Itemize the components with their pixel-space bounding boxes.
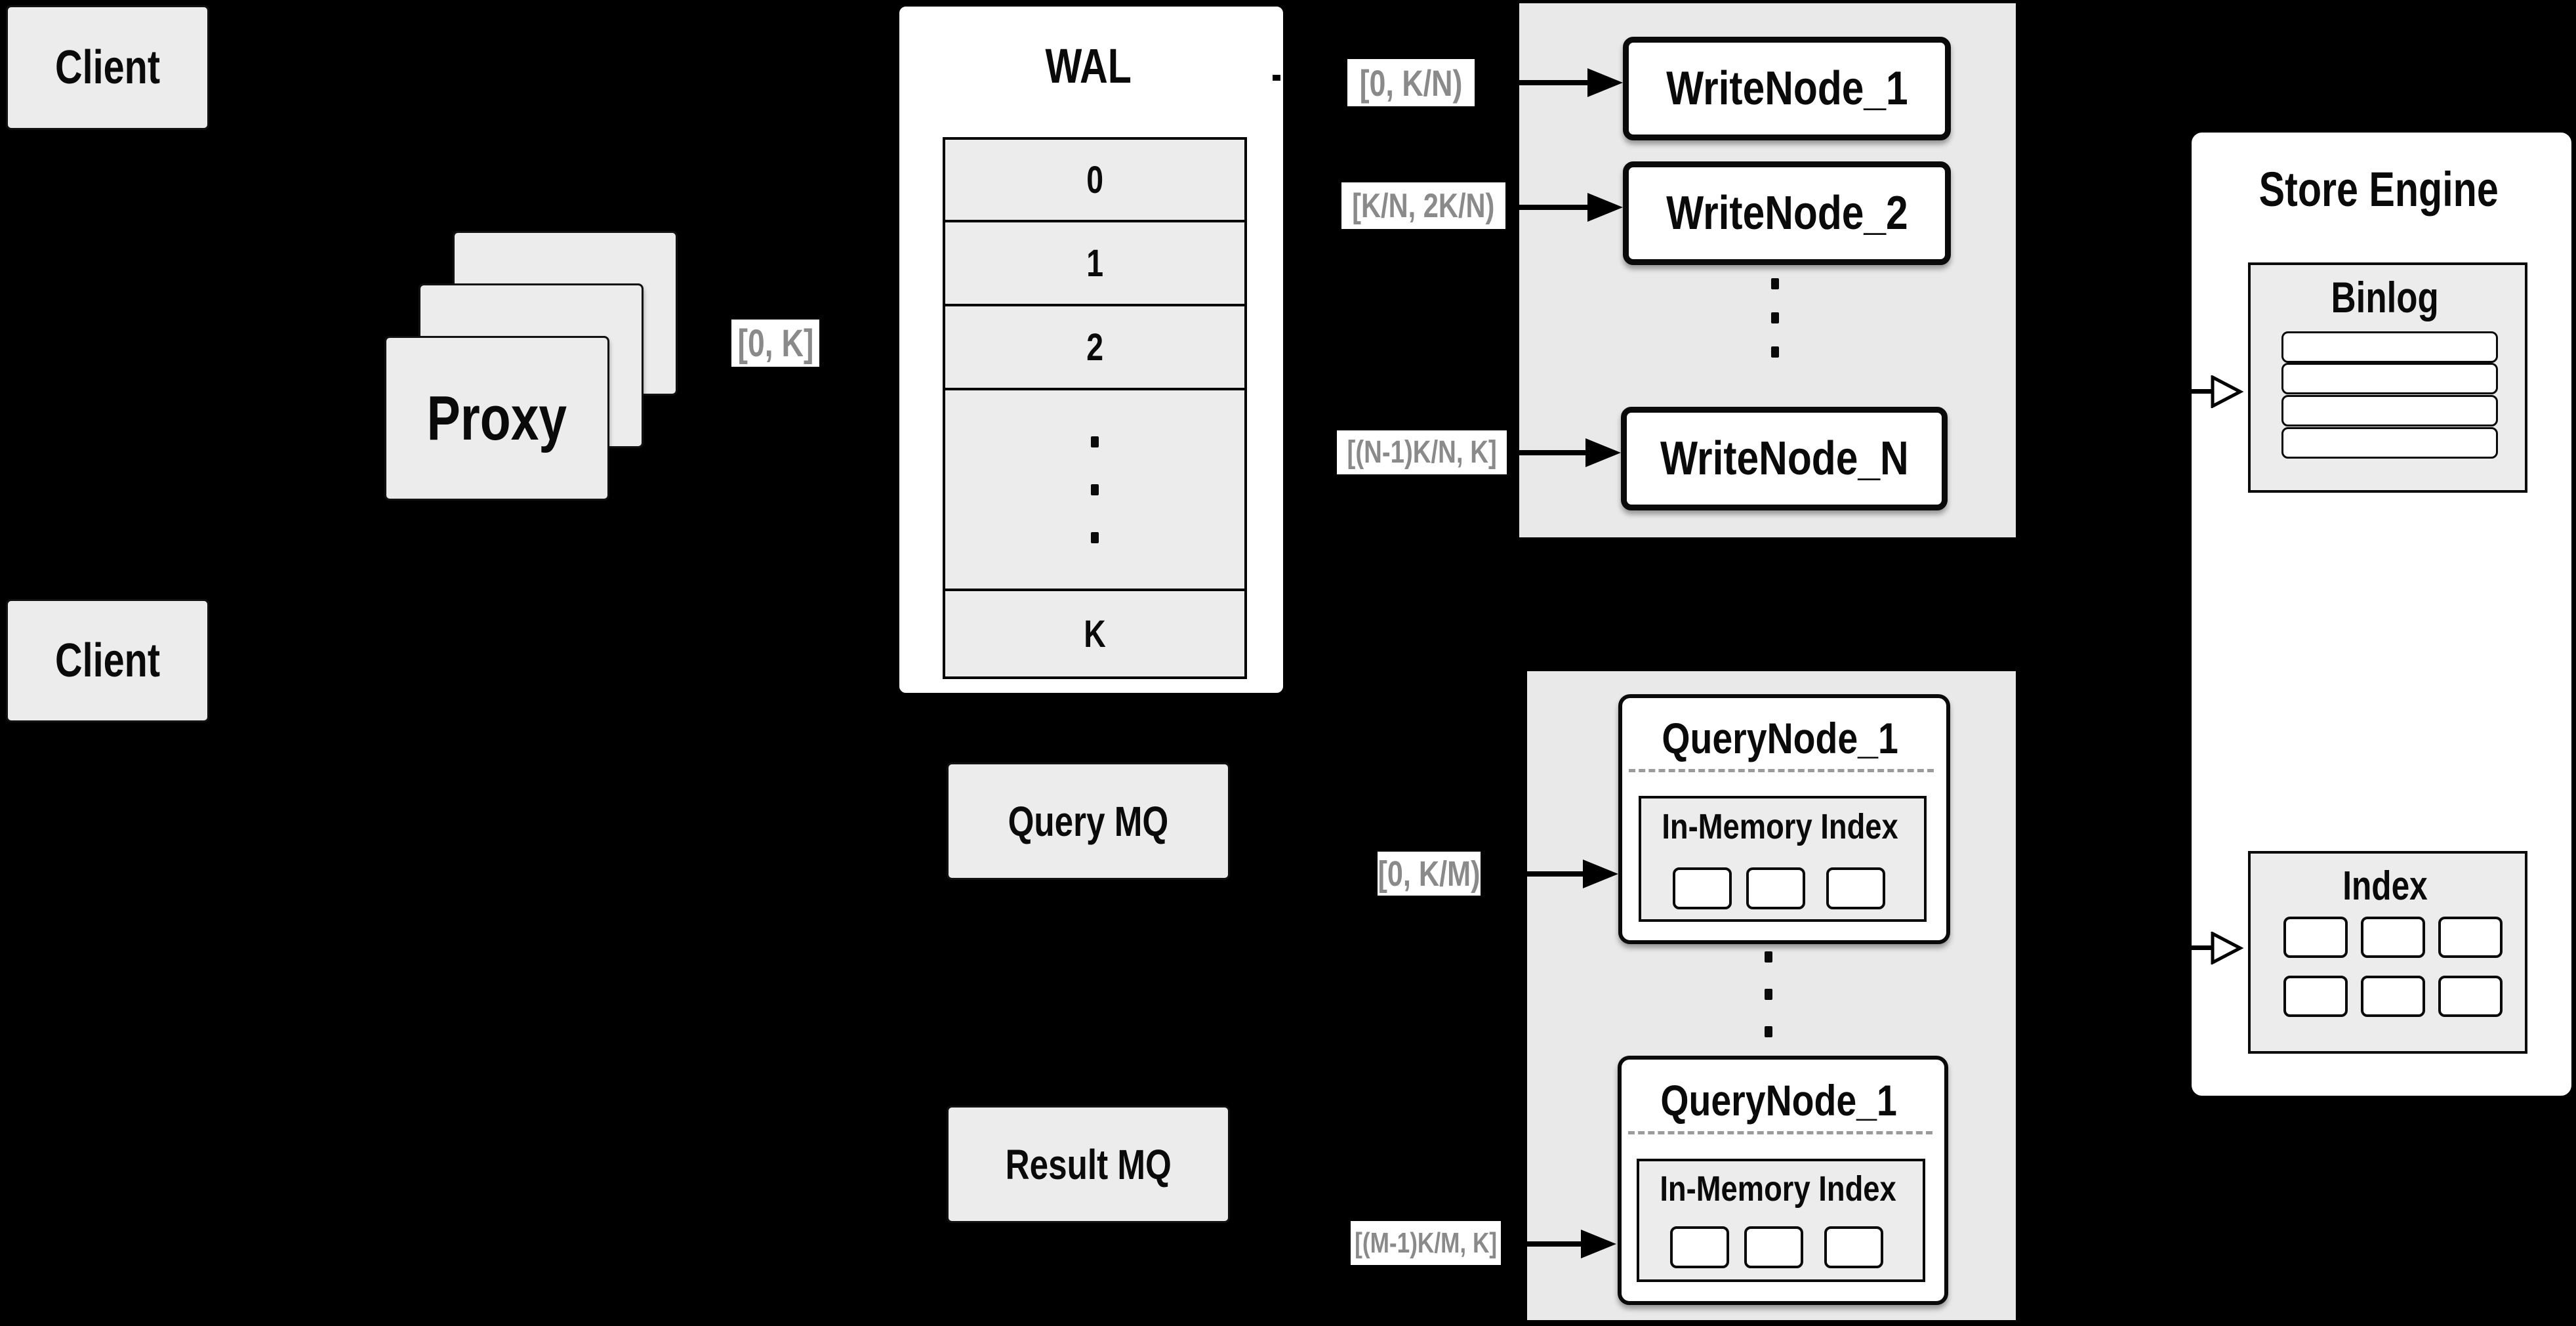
arrow-line-write-n <box>1507 450 1589 455</box>
arrow-head-binlog-open <box>2211 375 2243 408</box>
index-segment <box>1826 867 1885 909</box>
write-node-1: WriteNode_1 <box>1623 37 1951 140</box>
arrow-head-write-1 <box>1587 68 1623 97</box>
range-label-query-m-text: [(M-1)K/M, K] <box>1355 1226 1498 1259</box>
index-segment <box>1746 867 1805 909</box>
wal-row-2-text: 2 <box>1086 325 1103 369</box>
arrow-line-write-2 <box>1505 205 1591 210</box>
range-label-query-m: [(M-1)K/M, K] <box>1351 1221 1501 1265</box>
binlog-row <box>2281 331 2498 363</box>
in-memory-index-top-title-text: In-Memory Index <box>1662 807 1898 846</box>
arrow-head-write-n <box>1585 438 1621 467</box>
store-engine-title-text: Store Engine <box>2259 161 2499 217</box>
index-segment <box>2283 917 2348 958</box>
wal-row-1: 1 <box>945 220 1244 304</box>
client-node-bottom: Client <box>6 599 209 722</box>
wal-row-0-text: 0 <box>1086 158 1103 201</box>
query-node-top-title-text: QueryNode_1 <box>1662 714 1899 762</box>
write-node-2-label: WriteNode_2 <box>1666 187 1908 239</box>
index-segment <box>2361 976 2425 1017</box>
range-label-query-1-text: [0, K/M) <box>1378 854 1481 894</box>
query-mq-label: Query MQ <box>1008 797 1169 845</box>
wal-row-k: K <box>945 589 1244 676</box>
wal-connector-stub <box>1273 75 1280 81</box>
range-label-proxy-wal-text: [0, K] <box>737 321 813 365</box>
arrow-line-write-1 <box>1475 80 1590 85</box>
range-label-write-1: [0, K/N) <box>1347 59 1475 106</box>
arrow-line-binlog <box>2192 389 2214 394</box>
wal-row-2: 2 <box>945 304 1244 388</box>
arrow-head-query-m <box>1581 1230 1616 1258</box>
index-title: Index <box>2248 858 2522 913</box>
query-node-bottom-title: QueryNode_1 <box>1618 1067 1940 1133</box>
range-label-write-n: [(N-1)K/N, K] <box>1337 430 1507 474</box>
range-label-write-2: [K/N, 2K/N) <box>1341 182 1505 229</box>
query-node-top-title: QueryNode_1 <box>1618 705 1942 771</box>
query-node-top-divider <box>1629 769 1934 772</box>
store-engine-title: Store Engine <box>2189 156 2569 222</box>
index-segment <box>1744 1226 1803 1268</box>
query-node-bottom-title-text: QueryNode_1 <box>1660 1076 1898 1125</box>
in-memory-index-bottom-title: In-Memory Index <box>1637 1164 1920 1214</box>
wal-table: 0 1 2 K <box>943 137 1247 679</box>
index-segment <box>1670 1226 1729 1268</box>
index-segment <box>2361 917 2425 958</box>
index-segment <box>2283 976 2348 1017</box>
range-label-write-2-text: [K/N, 2K/N) <box>1352 186 1495 225</box>
binlog-row <box>2281 363 2498 394</box>
in-memory-index-bottom-title-text: In-Memory Index <box>1660 1169 1897 1209</box>
client-bottom-label: Client <box>54 634 160 687</box>
arrow-line-index <box>2192 945 2214 950</box>
arrow-head-query-1 <box>1583 860 1618 888</box>
index-title-text: Index <box>2342 863 2428 909</box>
client-node-top: Client <box>6 5 209 130</box>
proxy-label: Proxy <box>426 383 567 453</box>
query-node-bottom-divider <box>1628 1131 1932 1134</box>
index-segment <box>2438 976 2503 1017</box>
write-node-1-label: WriteNode_1 <box>1666 62 1908 115</box>
index-segment <box>1824 1226 1883 1268</box>
wal-title-text: WAL <box>1045 38 1132 93</box>
proxy-node: Proxy <box>384 336 609 501</box>
arrow-line-query-m <box>1501 1241 1581 1247</box>
range-label-write-1-text: [0, K/N) <box>1359 62 1463 104</box>
result-mq-label: Result MQ <box>1005 1140 1172 1188</box>
client-top-label: Client <box>54 41 160 94</box>
binlog-title: Binlog <box>2248 269 2522 325</box>
binlog-title-text: Binlog <box>2331 273 2440 321</box>
index-segment <box>2438 917 2503 958</box>
write-node-n-label: WriteNode_N <box>1660 432 1909 485</box>
wal-row-ellipsis <box>945 388 1244 589</box>
binlog-row <box>2281 395 2498 426</box>
vertical-ellipsis-icon <box>1091 436 1099 543</box>
arrow-head-index-open <box>2211 932 2243 964</box>
range-label-proxy-wal: [0, K] <box>731 320 819 367</box>
wal-row-0: 0 <box>945 140 1244 220</box>
write-node-2: WriteNode_2 <box>1623 161 1951 265</box>
write-node-n: WriteNode_N <box>1621 407 1948 510</box>
binlog-row <box>2281 427 2498 459</box>
in-memory-index-top-title: In-Memory Index <box>1639 802 1921 852</box>
index-segment <box>1673 867 1732 909</box>
range-label-query-1: [0, K/M) <box>1378 852 1481 896</box>
wal-title: WAL <box>897 33 1280 98</box>
arrow-line-query-1 <box>1481 871 1583 877</box>
wal-row-k-text: K <box>1084 612 1106 655</box>
query-mq-node: Query MQ <box>947 762 1230 880</box>
arrow-head-write-2 <box>1587 193 1623 222</box>
wal-row-1-text: 1 <box>1086 241 1103 285</box>
range-label-write-n-text: [(N-1)K/N, K] <box>1347 435 1497 470</box>
result-mq-node: Result MQ <box>947 1106 1230 1223</box>
